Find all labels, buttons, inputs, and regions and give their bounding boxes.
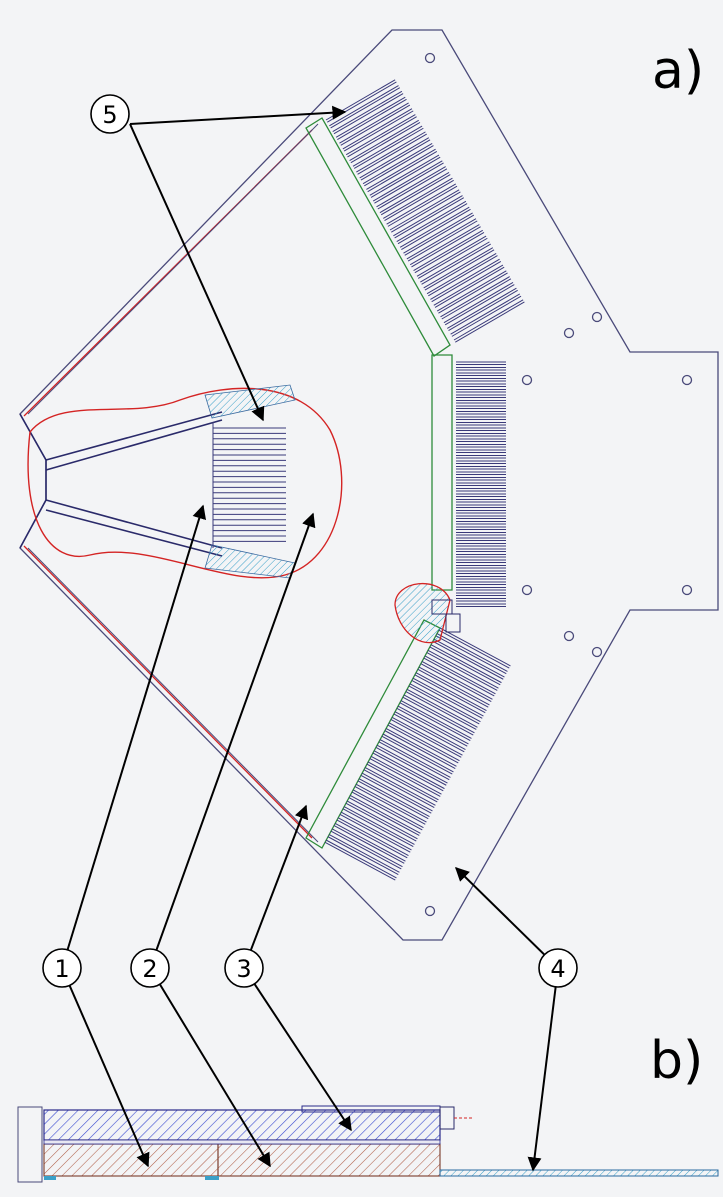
base-outline (17, 1106, 43, 1183)
zoom-fins (212, 422, 286, 548)
callout-4-label: 4 (550, 955, 565, 983)
lower-block-right (217, 1143, 441, 1177)
callout-1: 1 (42, 948, 82, 988)
panel-a (19, 29, 719, 941)
pivot-block (394, 583, 461, 644)
base-plate-outline (19, 29, 719, 941)
callout-2: 2 (130, 948, 170, 988)
callout-3: 3 (224, 948, 264, 988)
base-rail (439, 1169, 719, 1177)
green-frame (305, 117, 453, 849)
fins-middle (456, 361, 506, 607)
zoom-hatch-top (204, 384, 296, 419)
callout-5: 5 (90, 94, 130, 134)
panel-a-label: a) (652, 41, 704, 101)
zoom-outline (27, 387, 343, 579)
callout-5-label: 5 (102, 101, 117, 129)
callout-3-label: 3 (236, 955, 251, 983)
v-frame (19, 411, 223, 557)
callout-1-label: 1 (54, 955, 69, 983)
fins-upper (325, 79, 525, 343)
panel-b-label: b) (650, 1031, 703, 1091)
top-plate (43, 1109, 441, 1141)
leader-lines (61, 105, 559, 1172)
lower-block-left (43, 1143, 219, 1177)
callout-4: 4 (538, 948, 578, 988)
panel-b (17, 1105, 719, 1183)
reflector-edges (23, 129, 313, 839)
callout-2-label: 2 (142, 955, 157, 983)
zoom-hatch-bottom (204, 544, 296, 579)
fins-lower (324, 627, 511, 881)
plate-holes (424, 52, 693, 917)
